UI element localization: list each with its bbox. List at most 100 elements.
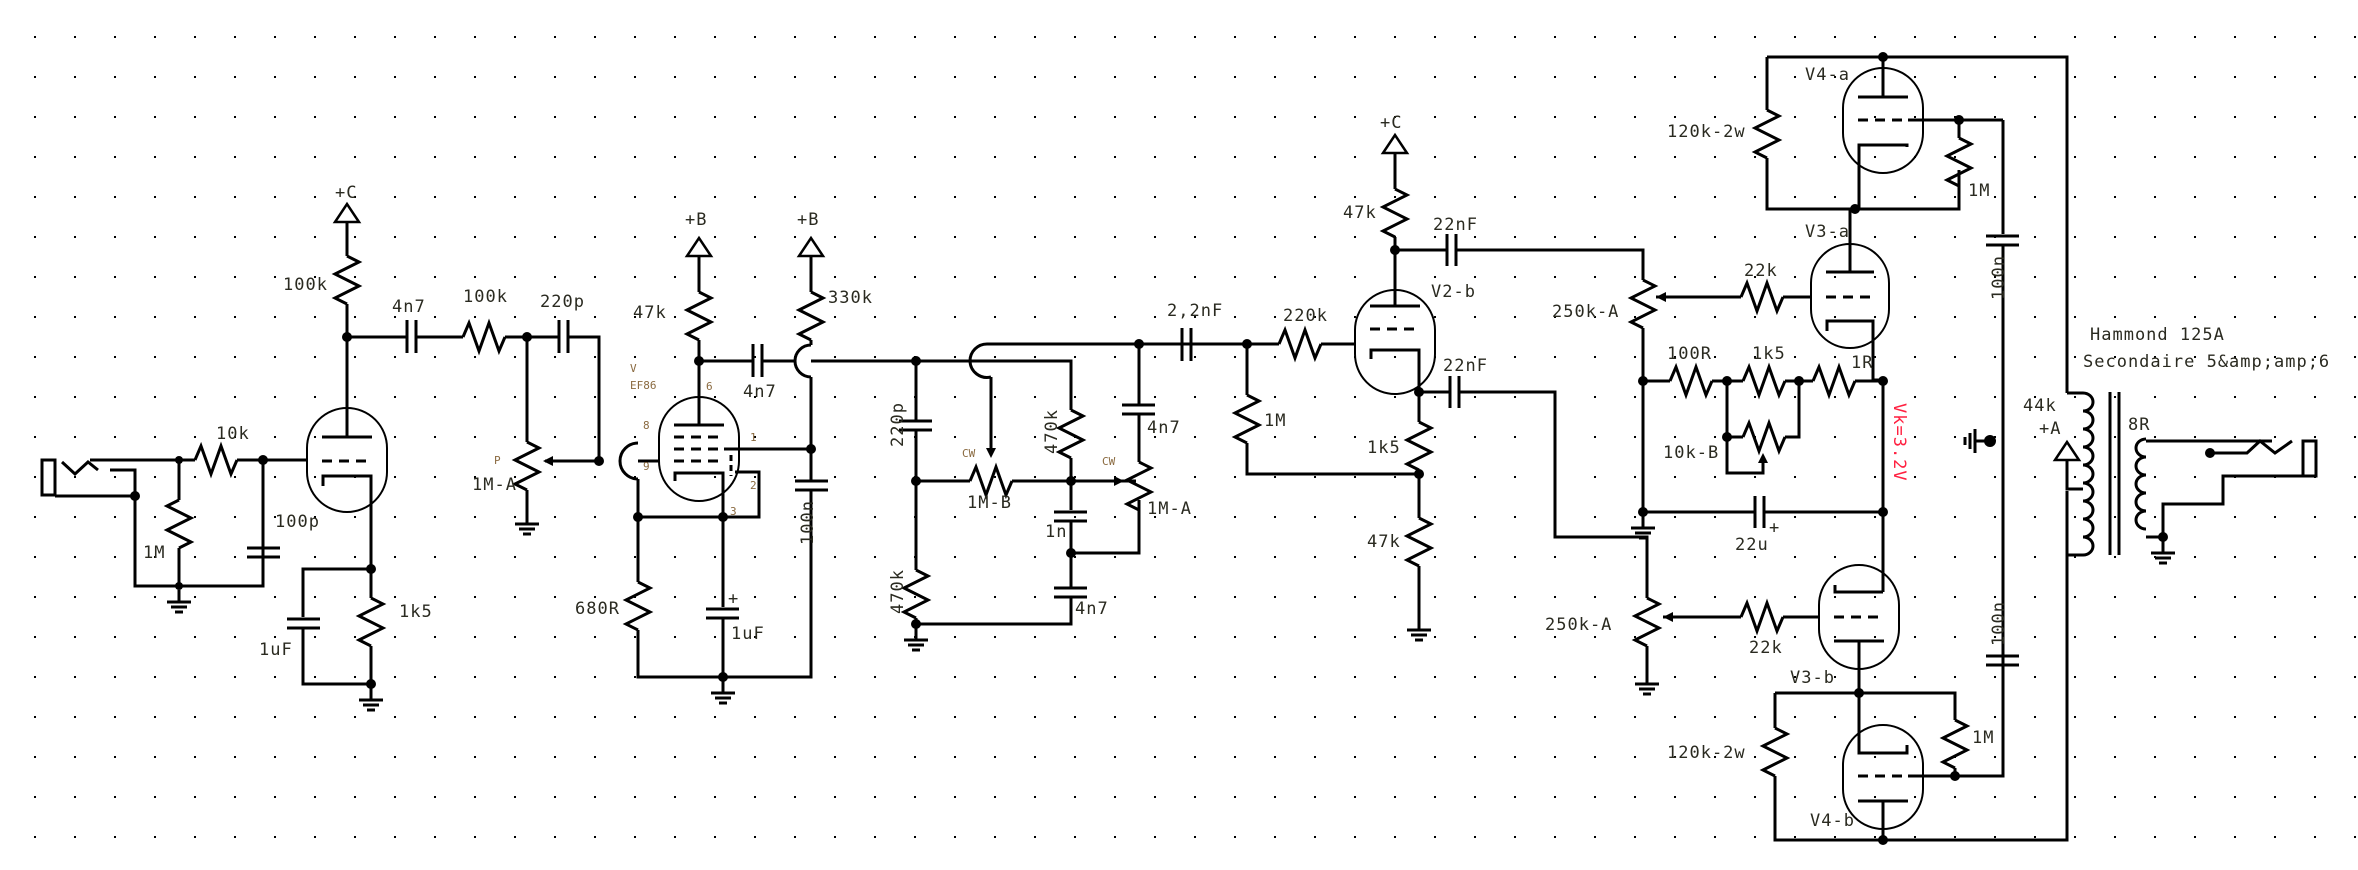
grid-dot [314, 716, 316, 718]
supply-c-label-2: +C [1380, 113, 1402, 133]
grid-dot [394, 316, 396, 318]
grid-dot [1714, 36, 1716, 38]
grid-dot [1634, 516, 1636, 518]
grid-dot [674, 76, 676, 78]
grid-dot [1594, 116, 1596, 118]
grid-dot [2034, 276, 2036, 278]
grid-dot [634, 716, 636, 718]
grid-dot [594, 796, 596, 798]
grid-dot [354, 156, 356, 158]
grid-dot [474, 436, 476, 438]
grid-dot [1474, 516, 1476, 518]
grid-dot [1514, 356, 1516, 358]
grid-dot [994, 476, 996, 478]
grid-dot [1074, 836, 1076, 838]
grid-dot [1154, 76, 1156, 78]
grid-dot [1074, 756, 1076, 758]
input-jack[interactable] [40, 458, 179, 498]
grid-dot [1834, 796, 1836, 798]
grid-dot [1714, 156, 1716, 158]
grid-dot [1674, 796, 1676, 798]
grid-dot [1554, 236, 1556, 238]
grid-dot [2274, 596, 2276, 598]
grid-dot [834, 836, 836, 838]
grid-dot [634, 36, 636, 38]
tone-pot-a-dir: CW [1102, 455, 1116, 468]
output-jack[interactable] [2205, 439, 2318, 478]
grid-dot [1194, 836, 1196, 838]
grid-dot [474, 396, 476, 398]
grid-dot [1434, 36, 1436, 38]
grid-dot [34, 836, 36, 838]
grid-dot [994, 756, 996, 758]
grid-dot [554, 676, 556, 678]
grid-dot [2354, 356, 2356, 358]
grid-dot [2234, 756, 2236, 758]
grid-dot [994, 716, 996, 718]
grid-dot [2314, 556, 2316, 558]
grid-dot [1434, 116, 1436, 118]
ef86-screen-cap-label: 100n [798, 500, 818, 545]
grid-dot [1074, 676, 1076, 678]
grid-dot [1554, 316, 1556, 318]
grid-dot [354, 36, 356, 38]
tone-4n7-top-label: 4n7 [1147, 418, 1181, 438]
grid-dot [2074, 716, 2076, 718]
grid-dot [1834, 636, 1836, 638]
grid-dot [634, 676, 636, 678]
grid-dot [634, 316, 636, 318]
tone-470k-mid-label: 470k [1042, 409, 1062, 454]
grid-dot [1594, 76, 1596, 78]
grid-dot [1194, 356, 1196, 358]
grid-dot [2354, 36, 2356, 38]
grid-dot [1634, 796, 1636, 798]
grid-dot [1634, 676, 1636, 678]
grid-dot [834, 756, 836, 758]
grid-dot [994, 36, 996, 38]
grid-dot [1634, 436, 1636, 438]
grid-dot [1834, 716, 1836, 718]
grid-dot [74, 756, 76, 758]
grid-dot [1794, 36, 1796, 38]
grid-dot [1714, 196, 1716, 198]
grid-dot [594, 836, 596, 838]
grid-dot [1474, 156, 1476, 158]
grid-dot [1074, 476, 1076, 478]
grid-dot [1274, 196, 1276, 198]
grid-dot [2034, 516, 2036, 518]
grid-dot [394, 756, 396, 758]
grid-dot [2314, 156, 2316, 158]
grid-dot [434, 116, 436, 118]
grid-dot [2154, 236, 2156, 238]
output-cathode-cap-label: 22u [1735, 535, 1769, 555]
grid-dot [994, 76, 996, 78]
grid-dot [1114, 396, 1116, 398]
grid-dot [1074, 716, 1076, 718]
grid-dot [914, 236, 916, 238]
grid-dot [714, 156, 716, 158]
grid-dot [2194, 316, 2196, 318]
grid-dot [234, 36, 236, 38]
grid-dot [1434, 396, 1436, 398]
grid-dot [314, 316, 316, 318]
grid-dot [1514, 716, 1516, 718]
grid-dot [2114, 156, 2116, 158]
grid-dot [34, 276, 36, 278]
grid-dot [2154, 836, 2156, 838]
grid-dot [1794, 596, 1796, 598]
volume-pot-ref: P [494, 454, 501, 467]
grid-dot [1034, 356, 1036, 358]
grid-dot [2274, 356, 2276, 358]
grid-dot [1594, 276, 1596, 278]
grid-dot [2074, 436, 2076, 438]
grid-dot [1874, 676, 1876, 678]
grid-dot [1834, 756, 1836, 758]
grid-dot [1154, 556, 1156, 558]
grid-dot [1114, 36, 1116, 38]
v4a-plate-resistor-label: 120k-2w [1667, 122, 1746, 142]
grid-dot [514, 596, 516, 598]
grid-dot [1234, 676, 1236, 678]
grid-dot [634, 396, 636, 398]
ef86-cathode-cap-polarity: + [728, 589, 739, 609]
grid-dot [1314, 436, 1316, 438]
